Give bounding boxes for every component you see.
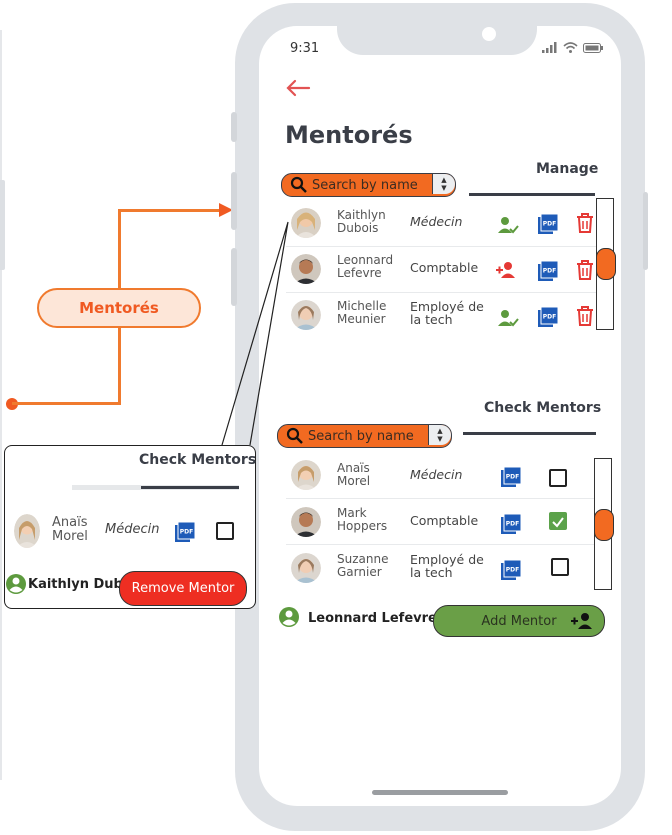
avatar <box>291 507 321 537</box>
mentor-checkbox[interactable] <box>549 512 567 530</box>
avatar <box>291 254 321 284</box>
flow-connector <box>12 402 120 405</box>
callout-pointer <box>221 221 289 446</box>
pdf-icon[interactable]: PDF <box>537 260 559 282</box>
search-input[interactable] <box>308 177 432 193</box>
pdf-icon[interactable]: PDF <box>537 213 559 235</box>
pdf-icon[interactable]: PDF <box>174 521 196 543</box>
trash-icon[interactable] <box>574 212 596 234</box>
scrollbar-thumb[interactable] <box>594 509 614 541</box>
svg-text:PDF: PDF <box>506 521 519 528</box>
page-title: Mentorés <box>285 121 413 149</box>
back-arrow-icon[interactable] <box>285 78 311 98</box>
avatar <box>291 460 321 490</box>
home-indicator[interactable] <box>372 790 508 795</box>
phone-screen <box>259 26 621 806</box>
callout-person-role: Médecin <box>105 522 160 537</box>
selected-user-name: Leonnard Lefevre <box>308 611 437 626</box>
mentor-search[interactable]: ▲▼ <box>277 424 452 448</box>
pdf-icon[interactable]: PDF <box>537 306 559 328</box>
add-mentor-button[interactable]: Add Mentor <box>433 605 605 637</box>
person-check-icon[interactable] <box>497 214 519 236</box>
manage-search[interactable]: ▲▼ <box>281 173 456 197</box>
phone-side-button <box>231 248 237 306</box>
svg-text:PDF: PDF <box>506 567 519 574</box>
trash-icon[interactable] <box>574 305 596 327</box>
search-stepper[interactable]: ▲▼ <box>432 174 455 194</box>
search-stepper[interactable]: ▲▼ <box>428 425 451 445</box>
svg-text:PDF: PDF <box>543 314 556 321</box>
phone-side-button <box>231 112 237 142</box>
tab-indicator <box>469 193 595 196</box>
check-icon <box>552 517 564 528</box>
table-row[interactable] <box>286 246 596 293</box>
phone-side-button <box>231 172 237 230</box>
pdf-icon[interactable]: PDF <box>500 559 522 581</box>
svg-text:PDF: PDF <box>543 221 556 228</box>
scrollbar-thumb[interactable] <box>596 248 616 280</box>
person-role: Comptable <box>410 260 479 275</box>
table-row[interactable] <box>286 452 596 499</box>
avatar <box>14 514 40 548</box>
avatar <box>291 300 321 330</box>
callout-tab-indicator <box>141 486 239 489</box>
tab-check-mentors[interactable]: Check Mentors <box>484 400 602 416</box>
table-row[interactable] <box>286 498 596 545</box>
mentor-checkbox[interactable] <box>549 469 567 487</box>
add-mentor-label: Add Mentor <box>481 613 557 629</box>
flow-connector <box>118 209 222 212</box>
tab-manage[interactable]: Manage <box>536 161 599 177</box>
svg-text:PDF: PDF <box>180 529 193 536</box>
person-add-icon[interactable] <box>495 259 517 281</box>
person-check-icon[interactable] <box>497 307 519 329</box>
manage-scrollbar[interactable] <box>596 198 616 330</box>
flow-node-mentores[interactable]: Mentorés <box>37 288 201 328</box>
svg-text:PDF: PDF <box>506 474 519 481</box>
search-input[interactable] <box>304 428 428 444</box>
mentor-checkbox[interactable] <box>551 558 569 576</box>
search-icon <box>290 176 307 193</box>
phone-side-button <box>643 192 648 270</box>
callout-mentor-checkbox[interactable] <box>216 522 234 540</box>
flow-arrow-icon <box>219 203 233 217</box>
camera-icon <box>482 27 496 41</box>
left-canvas-tab <box>0 180 5 270</box>
person-role: Comptable <box>410 513 479 528</box>
status-icons <box>542 42 603 53</box>
person-role: Médecin <box>410 467 463 482</box>
user-circle-icon <box>279 607 299 627</box>
phone-notch <box>337 3 537 55</box>
battery-icon <box>583 42 603 53</box>
callout-selected-user-name: Kaithlyn Dub <box>28 577 123 592</box>
trash-icon[interactable] <box>574 259 596 281</box>
wifi-icon <box>563 42 578 53</box>
avatar <box>291 553 321 583</box>
callout-tab-check-mentors[interactable]: Check Mentors <box>139 452 257 468</box>
remove-mentor-button[interactable]: Remove Mentor <box>119 571 247 606</box>
svg-text:PDF: PDF <box>543 268 556 275</box>
mentor-scrollbar[interactable] <box>594 458 614 590</box>
pdf-icon[interactable]: PDF <box>500 513 522 535</box>
table-row[interactable] <box>286 200 596 247</box>
person-add-icon <box>571 613 592 629</box>
pdf-icon[interactable]: PDF <box>500 466 522 488</box>
left-canvas-edge <box>0 30 2 780</box>
user-circle-icon <box>6 574 26 594</box>
tab-indicator <box>463 432 596 435</box>
person-role: Médecin <box>410 214 463 229</box>
search-icon <box>286 427 303 444</box>
avatar <box>291 208 321 238</box>
signal-icon <box>542 42 557 53</box>
status-time: 9:31 <box>290 41 320 56</box>
